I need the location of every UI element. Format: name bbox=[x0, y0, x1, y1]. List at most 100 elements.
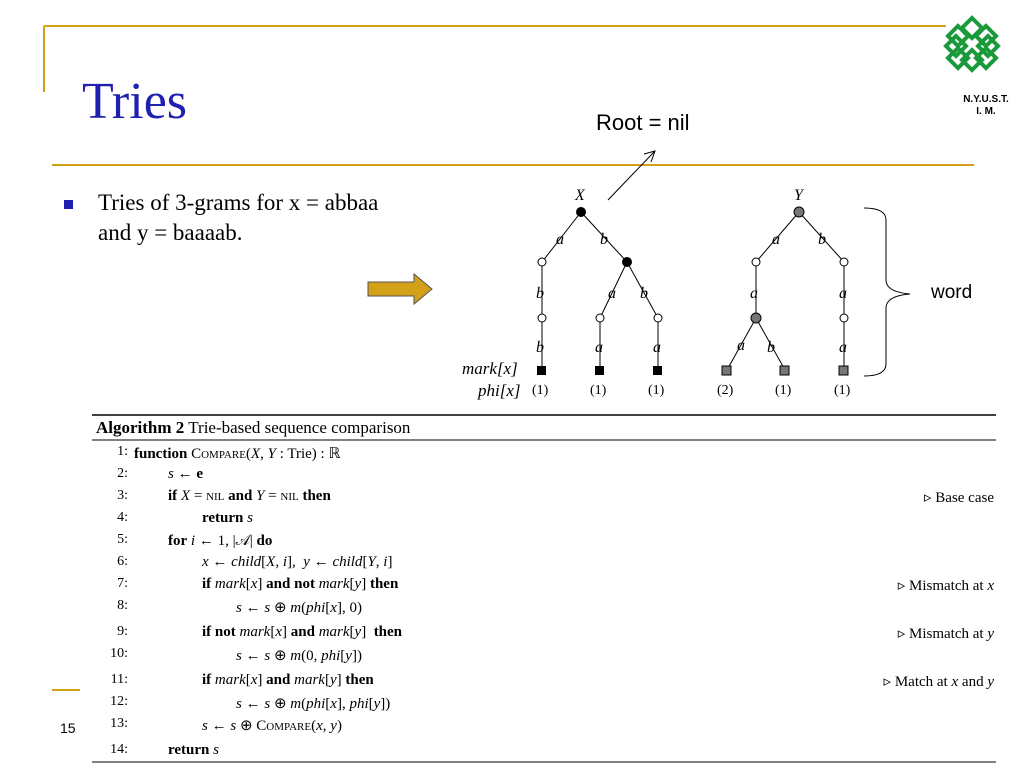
bullet-text: Tries of 3-grams for x = abbaa and y = b… bbox=[98, 190, 379, 245]
line-number: 1: bbox=[117, 444, 128, 459]
algorithm-line: 5: for i ← 1, |𝒜| do bbox=[92, 532, 996, 554]
tree-x-root-node bbox=[576, 207, 586, 217]
algorithm-line: 8: s ← s ⊕ m(phi[x], 0) bbox=[92, 598, 996, 620]
nyust-logo bbox=[943, 15, 1001, 73]
algorithm-caption: Trie-based sequence comparison bbox=[184, 418, 411, 437]
algorithm-title: Algorithm 2 Trie-based sequence comparis… bbox=[96, 418, 410, 438]
algorithm-line: 1: function Compare(X, Y : Trie) : ℝ bbox=[92, 444, 996, 466]
phi-label: phi[x] bbox=[477, 381, 521, 400]
tree-x-leaf bbox=[537, 366, 546, 375]
line-comment: ▹ Mismatch at y bbox=[897, 626, 994, 642]
edge-label: b bbox=[600, 231, 608, 248]
logo-text: N.Y.U.S.T. I. M. bbox=[963, 94, 1009, 117]
algorithm-line: 11: if mark[x] and mark[y] then ▹ Match at… bbox=[92, 672, 996, 694]
line-code: return s bbox=[202, 510, 253, 526]
word-brace bbox=[863, 207, 911, 377]
line-number: 7: bbox=[117, 576, 128, 591]
line-number: 14: bbox=[110, 742, 128, 757]
tree-x-node bbox=[595, 313, 605, 323]
algorithm-line: 10:s ← s ⊕ m(0, phi[y]) bbox=[92, 646, 996, 668]
line-code: s ← s ⊕ m(phi[x], 0) bbox=[236, 600, 362, 616]
line-number: 8: bbox=[117, 598, 128, 613]
line-code: s ← s ⊕ Compare(x, y) bbox=[202, 718, 342, 734]
algorithm-box: Algorithm 2 Trie-based sequence comparis… bbox=[92, 414, 996, 764]
tree-y-name: Y bbox=[794, 187, 805, 204]
phi-value: (1) bbox=[834, 383, 851, 398]
right-arrow-icon bbox=[367, 272, 433, 306]
line-code: s ← e bbox=[168, 466, 204, 482]
tree-x-node bbox=[622, 257, 632, 267]
edge-label: a bbox=[653, 339, 661, 356]
page-number: 15 bbox=[60, 720, 76, 736]
tree-x-node bbox=[653, 313, 663, 323]
tree-y-root-node bbox=[793, 206, 805, 218]
line-number: 2: bbox=[117, 466, 128, 481]
algorithm-line: 4: return s bbox=[92, 510, 996, 532]
edge-label: b bbox=[818, 231, 826, 248]
arrowhead-icon bbox=[643, 150, 656, 163]
line-code: if X = nil and Y = nil then bbox=[168, 488, 331, 504]
edge-label: b bbox=[536, 339, 544, 356]
trie-diagram: X a b b a b b a a mark[x] phi[x] (1) (1)… bbox=[462, 150, 911, 400]
line-code: if mark[x] and not mark[y] then bbox=[202, 576, 399, 592]
slide-title: Tries bbox=[82, 73, 188, 130]
tree-x-node bbox=[537, 313, 547, 323]
phi-value: (1) bbox=[590, 383, 607, 398]
line-code: function Compare(X, Y : Trie) : ℝ bbox=[134, 446, 341, 462]
line-number: 3: bbox=[117, 488, 128, 503]
algorithm-line: 2: s ← e bbox=[92, 466, 996, 488]
line-comment: ▹ Match at x and y bbox=[883, 674, 994, 690]
line-code: return s bbox=[168, 742, 219, 758]
edge-label: a bbox=[608, 285, 616, 302]
edge-label: a bbox=[737, 337, 745, 354]
line-code: if not mark[x] and mark[y] then bbox=[202, 624, 403, 640]
word-label: word bbox=[931, 282, 973, 303]
algorithm-line: 7: if mark[x] and not mark[y] then ▹ Misma… bbox=[92, 576, 996, 598]
phi-value: (2) bbox=[717, 383, 734, 398]
edge-label: a bbox=[839, 339, 847, 356]
bullet-square-icon bbox=[64, 200, 73, 209]
edge-label: b bbox=[640, 285, 648, 302]
tree-y-node bbox=[751, 257, 761, 267]
edge-label: b bbox=[767, 339, 775, 356]
mark-label: mark[x] bbox=[462, 359, 518, 378]
line-comment: ▹ Mismatch at x bbox=[897, 578, 994, 594]
line-code: x ← child[X, i], y ← child[Y, i] bbox=[202, 554, 393, 570]
root-label: Root = nil bbox=[596, 110, 690, 135]
line-code: s ← s ⊕ m(0, phi[y]) bbox=[236, 648, 362, 664]
algorithm-line: 6:x ← child[X, i], y ← child[Y, i] bbox=[92, 554, 996, 576]
tree-y-leaf bbox=[838, 365, 849, 376]
line-code: s ← s ⊕ m(phi[x], phi[y]) bbox=[236, 696, 391, 712]
line-number: 12: bbox=[110, 694, 128, 709]
edge-label: a bbox=[772, 231, 780, 248]
line-comment: ▹ Base case bbox=[924, 490, 994, 506]
tree-x-leaf bbox=[595, 366, 604, 375]
tree-x-node bbox=[537, 257, 547, 267]
tree-x-name: X bbox=[574, 187, 586, 204]
algorithm-number: Algorithm 2 bbox=[96, 418, 185, 437]
tree-y-leaf bbox=[721, 365, 732, 376]
line-number: 13: bbox=[110, 716, 128, 731]
phi-value: (1) bbox=[648, 383, 665, 398]
tree-y-leaf bbox=[779, 365, 790, 376]
line-number: 11: bbox=[110, 672, 128, 687]
line-code: if mark[x] and mark[y] then bbox=[202, 672, 374, 688]
tree-x-leaf bbox=[653, 366, 662, 375]
edge-label: a bbox=[839, 285, 847, 302]
line-number: 5: bbox=[117, 532, 128, 547]
phi-value: (1) bbox=[532, 383, 549, 398]
line-code: for i ← 1, |𝒜| do bbox=[168, 533, 273, 549]
tree-y-node bbox=[839, 313, 849, 323]
edge-label: b bbox=[536, 285, 544, 302]
edge-label: a bbox=[595, 339, 603, 356]
line-number: 4: bbox=[117, 510, 128, 525]
edge-label: a bbox=[750, 285, 758, 302]
line-number: 9: bbox=[117, 624, 128, 639]
tree-y-node bbox=[839, 257, 849, 267]
algorithm-line: 9: if not mark[x] and mark[y] then ▹ Misma… bbox=[92, 624, 996, 646]
algorithm-line: 14: return s bbox=[92, 742, 996, 764]
edge-label: a bbox=[556, 231, 564, 248]
algorithm-line: 12: s ← s ⊕ m(phi[x], phi[y]) bbox=[92, 694, 996, 716]
phi-value: (1) bbox=[775, 383, 792, 398]
tree-y-node bbox=[750, 312, 762, 324]
